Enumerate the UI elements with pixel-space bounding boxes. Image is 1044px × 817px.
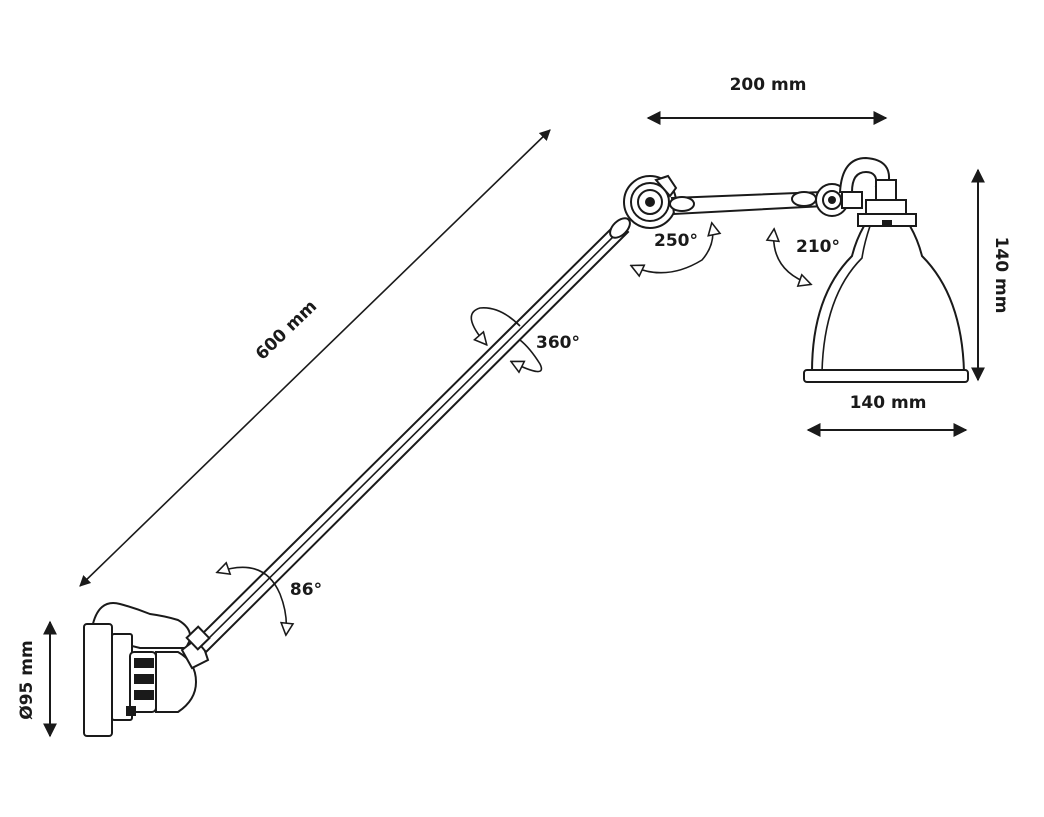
rotation-shade-label: 210° <box>796 237 840 257</box>
dim-arm-length-label: 600 mm <box>252 297 321 365</box>
elbow-joint <box>609 174 678 239</box>
dim-upper-arm-label: 200 mm <box>730 75 807 95</box>
rotation-elbow: 250° <box>632 224 713 273</box>
long-arm <box>185 220 630 654</box>
rotation-base: 86° <box>218 567 322 634</box>
wall-mount <box>83 602 210 737</box>
dim-arm-length-arrow <box>79 129 551 587</box>
dim-shade-height-label: 140 mm <box>991 237 1011 314</box>
rotation-arm-label: 360° <box>536 333 580 353</box>
dim-shade-width-label: 140 mm <box>850 393 927 413</box>
rotation-base-label: 86° <box>290 580 322 600</box>
rotation-arm: 360° <box>470 307 580 372</box>
rotation-shade: 210° <box>774 230 840 284</box>
rotation-elbow-label: 250° <box>654 231 698 251</box>
upper-arm <box>669 190 826 216</box>
shade-joint <box>815 156 917 228</box>
lamp-shade <box>803 225 969 383</box>
dim-base-diameter-label: Ø95 mm <box>17 640 37 719</box>
